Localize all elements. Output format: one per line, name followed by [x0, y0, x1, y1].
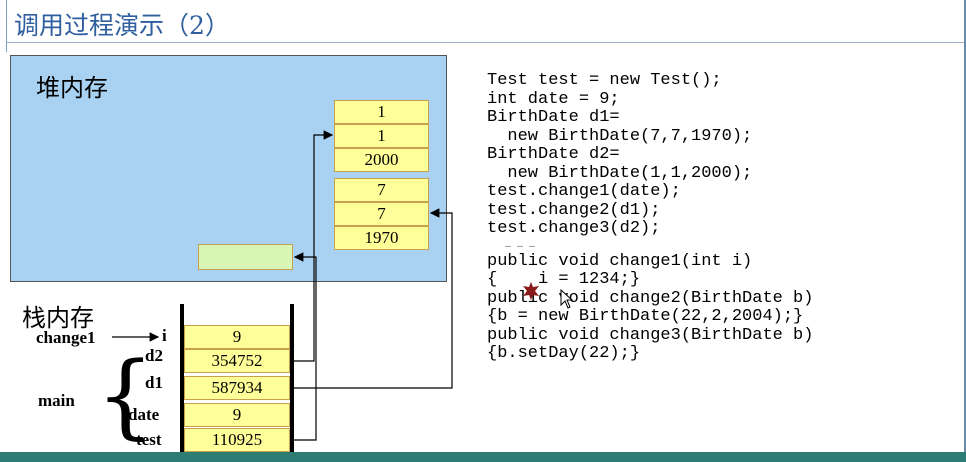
- breakpoint-icon: [523, 282, 539, 300]
- main-frame-brace: {: [96, 342, 155, 449]
- stack-d1-cell: 587934: [184, 376, 290, 400]
- heap-d1-day-cell: 7: [334, 178, 429, 202]
- arrow-d1-to-heap: [290, 208, 453, 389]
- code-line-11: { i = 1234;}: [487, 270, 641, 289]
- heap-d2-day-cell: 1: [334, 100, 429, 124]
- code-ellipsis: … … …: [487, 239, 536, 251]
- heap-d2-year-cell: 2000: [334, 148, 429, 172]
- stack-d2-cell: 354752: [184, 349, 290, 373]
- code-line-4: new BirthDate(7,7,1970);: [487, 126, 753, 146]
- frame-main-label: main: [38, 391, 75, 410]
- code-line-1: Test test = new Test();: [487, 71, 722, 90]
- arrow-d2-to-heap: [290, 130, 334, 362]
- heap-memory-label: 堆内存: [36, 74, 108, 102]
- code-line-2: int date = 9;: [487, 89, 620, 109]
- heap-d2-month-cell: 1: [334, 124, 429, 148]
- slide-title: 调用过程演示（2）: [14, 11, 230, 40]
- code-line-8: test.change2(d1);: [487, 200, 661, 220]
- code-listing: Test test = new Test(); int date = 9; Bi…: [487, 71, 814, 364]
- stack-left-wall: [180, 304, 184, 456]
- slide-title-bar: 调用过程演示（2）: [0, 0, 966, 52]
- heap-test-object-box: [198, 244, 293, 270]
- var-date-label: date: [128, 405, 160, 424]
- var-d1-label: d1: [145, 373, 163, 392]
- stack-i-cell: 9: [184, 325, 290, 349]
- mouse-pointer-icon: [560, 289, 574, 309]
- var-d2-label: d2: [145, 346, 163, 365]
- code-line-10: public void change1(int i): [487, 251, 753, 271]
- code-line-7: test.change1(date);: [487, 182, 681, 201]
- title-divider-horizontal: [6, 42, 966, 43]
- code-line-15: {b.setDay(22);}: [487, 344, 641, 363]
- code-line-5: BirthDate d2=: [487, 145, 620, 164]
- heap-d1-year-cell: 1970: [334, 226, 429, 250]
- var-i-label: i: [162, 326, 167, 345]
- stack-right-wall: [290, 304, 294, 456]
- stack-date-cell: 9: [184, 403, 290, 427]
- code-line-14: public void change3(BirthDate b): [487, 325, 814, 345]
- title-divider-vertical: [6, 0, 7, 52]
- var-test-label: test: [136, 430, 162, 449]
- bottom-accent-bar: [0, 452, 966, 462]
- code-line-6: new BirthDate(1,1,2000);: [487, 163, 753, 183]
- right-edge-strip: [964, 0, 966, 462]
- code-line-3: BirthDate d1=: [487, 108, 620, 127]
- frame-change1-label: change1: [36, 328, 96, 347]
- arrow-test-to-heap: [290, 252, 317, 441]
- code-line-9: test.change3(d2);: [487, 219, 661, 238]
- code-line-13: {b = new BirthDate(22,2,2004);}: [487, 307, 804, 326]
- stack-test-cell: 110925: [184, 428, 290, 452]
- heap-d1-month-cell: 7: [334, 202, 429, 226]
- stack-memory-label: 栈内存: [22, 304, 94, 332]
